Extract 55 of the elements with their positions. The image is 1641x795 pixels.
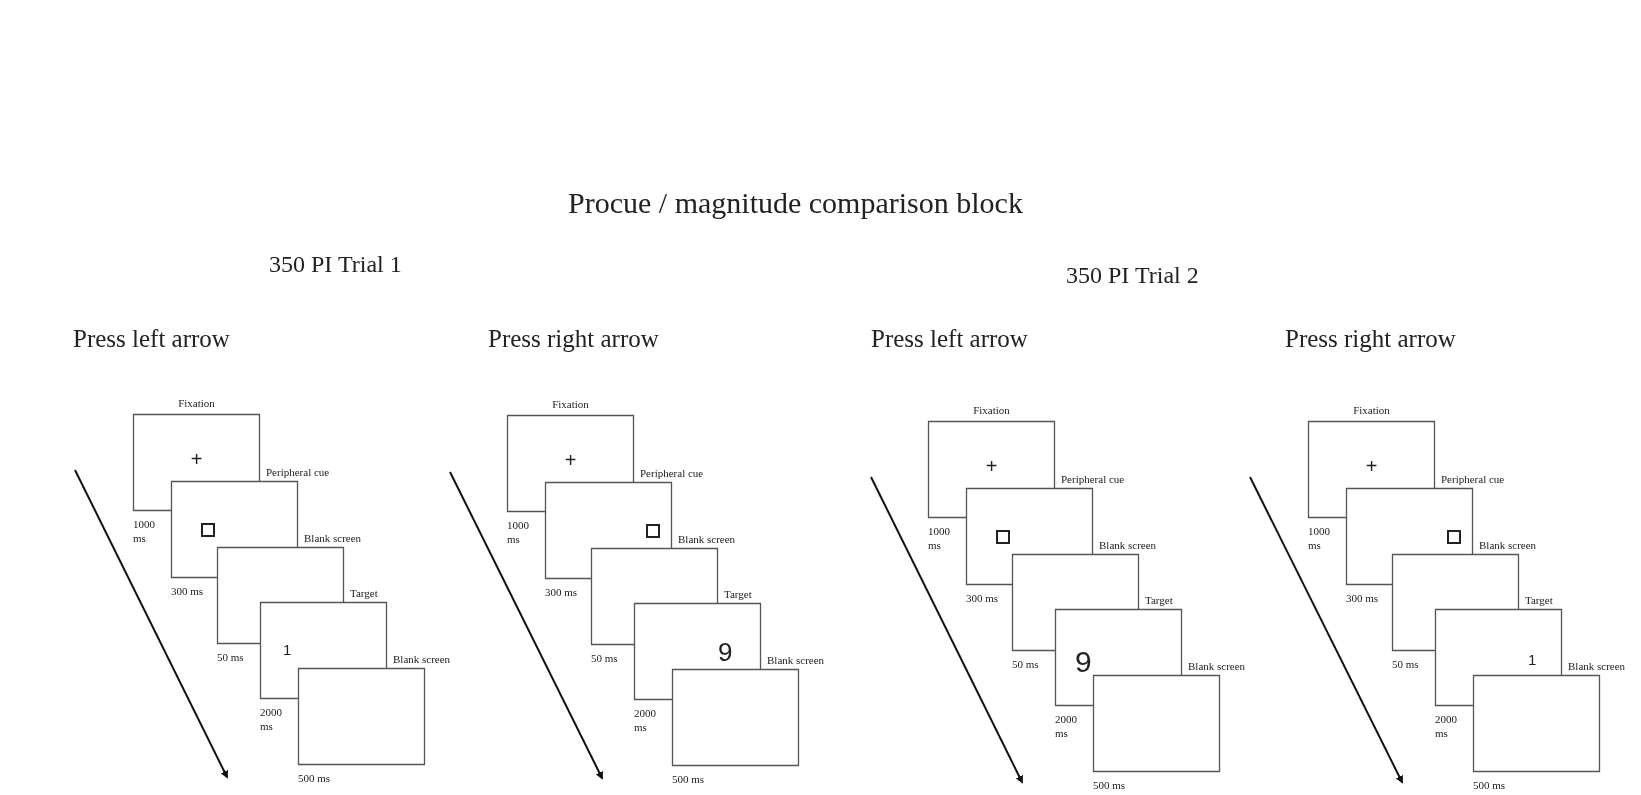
- screen-label: Fixation: [177, 397, 216, 410]
- screen-label: Blank screen: [393, 653, 451, 666]
- screen-label: Peripheral cue: [640, 467, 704, 480]
- duration-label: 300 ms: [966, 591, 1000, 606]
- duration-label: 1000 ms: [133, 517, 156, 546]
- target-digit: 9: [1075, 647, 1092, 677]
- duration-label: 2000 ms: [634, 706, 657, 735]
- duration-label: 1000 ms: [928, 524, 951, 553]
- screen-label: Blank screen: [1188, 660, 1246, 673]
- duration-label: 500 ms: [298, 771, 332, 786]
- screen-label: Fixation: [1352, 404, 1391, 417]
- fixation-cross: +: [984, 456, 999, 476]
- duration-label: 300 ms: [1346, 591, 1380, 606]
- screen-label: Blank screen: [767, 654, 825, 667]
- duration-label: 300 ms: [171, 584, 205, 599]
- response-instruction: Press right arrow: [1285, 325, 1456, 353]
- duration-label: 50 ms: [1012, 657, 1040, 672]
- duration-label: 500 ms: [1093, 778, 1127, 793]
- duration-label: 500 ms: [1473, 778, 1507, 793]
- screen-label: Target: [350, 587, 378, 600]
- duration-label: 50 ms: [1392, 657, 1420, 672]
- screen-label: Target: [1525, 594, 1553, 607]
- duration-label: 2000 ms: [260, 705, 283, 734]
- title: Procue / magnitude comparison block: [568, 186, 1023, 219]
- duration-label: 1000 ms: [507, 518, 530, 547]
- response-instruction: Press right arrow: [488, 325, 659, 353]
- duration-label: 50 ms: [217, 650, 245, 665]
- trial-heading: 350 PI Trial 2: [1066, 262, 1199, 289]
- screen-label: Fixation: [972, 404, 1011, 417]
- response-instruction: Press left arrow: [73, 325, 230, 353]
- screen-label: Blank screen: [678, 533, 736, 546]
- screen-label: Fixation: [551, 398, 590, 411]
- response-instruction: Press left arrow: [871, 325, 1028, 353]
- duration-label: 50 ms: [591, 651, 619, 666]
- fixation-cross: +: [189, 449, 204, 469]
- screen-label: Blank screen: [1099, 539, 1157, 552]
- screen-label: Peripheral cue: [266, 466, 330, 479]
- screen-label: Peripheral cue: [1061, 473, 1125, 486]
- trial-heading: 350 PI Trial 1: [269, 251, 402, 278]
- duration-label: 500 ms: [672, 772, 706, 787]
- fixation-cross: +: [563, 450, 578, 470]
- screen-label: Target: [724, 588, 752, 601]
- screen-label: Target: [1145, 594, 1173, 607]
- screen-label: Blank screen: [1479, 539, 1537, 552]
- duration-label: 2000 ms: [1055, 712, 1078, 741]
- duration-label: 2000 ms: [1435, 712, 1458, 741]
- duration-label: 300 ms: [545, 585, 579, 600]
- target-digit: 1: [283, 642, 292, 657]
- duration-label: 1000 ms: [1308, 524, 1331, 553]
- screen-label: Peripheral cue: [1441, 473, 1505, 486]
- target-digit: 1: [1528, 652, 1537, 667]
- screen-label: Blank screen: [1568, 660, 1626, 673]
- target-digit: 9: [718, 639, 733, 665]
- screen-label: Blank screen: [304, 532, 362, 545]
- fixation-cross: +: [1364, 456, 1379, 476]
